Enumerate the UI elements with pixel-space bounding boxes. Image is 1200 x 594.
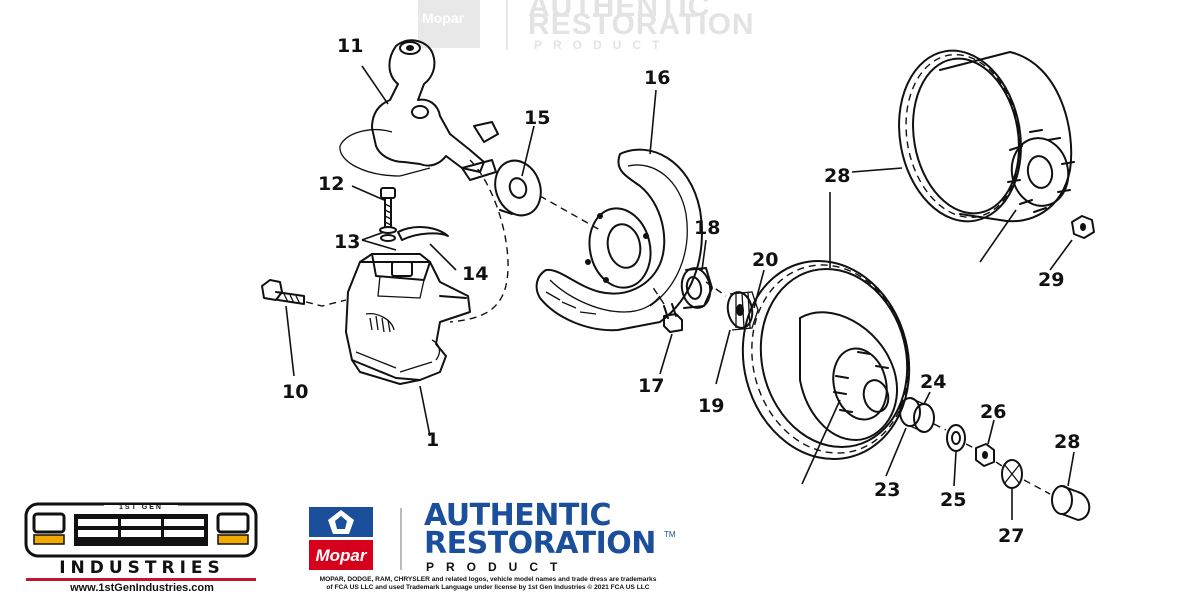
part-grease-cap [1051, 485, 1091, 521]
part-steering-knuckle [339, 39, 499, 181]
truck-grille-icon [24, 502, 258, 558]
part-thrust-washer [946, 424, 966, 452]
callout-11: 11 [337, 35, 363, 57]
callout-27: 28 [824, 165, 850, 187]
callout-22: 24 [920, 371, 946, 393]
authentic-restoration-logo: AUTHENTIC RESTORATION TM PRODUCT [424, 498, 676, 574]
callout-23: 25 [940, 489, 966, 511]
trademark-mark: TM [664, 530, 676, 539]
part-inner-seal [680, 267, 713, 309]
watermark-mopar-box: Mopar [418, 0, 480, 48]
authentic-line3: PRODUCT [426, 560, 570, 574]
callout-16: 16 [644, 67, 670, 89]
disclaimer-line-2: of FCA US LLC and used Trademark Languag… [326, 584, 650, 591]
part-rotor-hub-front [741, 259, 911, 461]
callout-18: 18 [694, 217, 720, 239]
callout-15: 15 [524, 107, 550, 129]
mopar-wordmark: Mopar [315, 546, 367, 565]
callout-10: 10 [282, 381, 308, 403]
callout-17: 17 [638, 375, 664, 397]
callout-12: 12 [318, 173, 344, 195]
gen-red-underline [26, 578, 256, 581]
mopar-wordmark-panel [309, 540, 373, 570]
mopar-logo: Mopar [309, 507, 373, 571]
watermark-line3: PRODUCT [534, 38, 671, 52]
callout-24: 26 [980, 401, 1006, 423]
callout-20: 20 [752, 249, 778, 271]
authentic-line1: AUTHENTIC [424, 498, 611, 533]
gen-top-text: 1ST GEN [119, 504, 163, 511]
authentic-line2: RESTORATION [424, 526, 656, 561]
watermark-line2: RESTORATION [528, 8, 755, 41]
leader-lines [285, 65, 1075, 520]
callout-1: 1 [426, 429, 439, 451]
watermark-brand: Mopar [422, 10, 464, 26]
disclaimer-line-1: MOPAR, DODGE, RAM, CHRYSLER and related … [319, 576, 657, 583]
part-dust-seal [494, 159, 542, 217]
callout-19: 19 [698, 395, 724, 417]
part-nut-lock [1001, 459, 1023, 489]
callout-21: 23 [874, 479, 900, 501]
part-brake-caliper [345, 253, 471, 385]
first-gen-industries-logo: 1ST GEN INDUSTRIES www.1stGenIndustries.… [24, 502, 260, 594]
part-shield-bolt [651, 285, 683, 333]
pentastar-icon [328, 510, 354, 534]
part-splash-shield [535, 148, 703, 332]
watermark: Mopar AUTHENTIC RESTORATION PRODUCT [418, 0, 778, 54]
part-lug-nut [1071, 215, 1095, 239]
callout-29: 29 [1038, 269, 1064, 291]
axis-line-center [705, 281, 727, 297]
hose-path [449, 159, 509, 323]
part-outer-bearing [899, 397, 935, 433]
part-spindle-nut [975, 443, 995, 467]
callout-26: 28 [1054, 431, 1080, 453]
part-rotor-hub-rear [898, 49, 1075, 223]
axis-line-outer [933, 423, 1051, 495]
watermark-separator [506, 0, 508, 50]
trademark-disclaimer: MOPAR, DODGE, RAM, CHRYSLER and related … [300, 576, 676, 592]
gen-website-url: www.1stGenIndustries.com [70, 582, 214, 594]
part-caliper-bolt [379, 187, 397, 242]
gen-company-name: INDUSTRIES [59, 558, 225, 578]
axis-line-upper [539, 195, 601, 231]
callout-25: 27 [998, 525, 1024, 547]
part-inner-bearing [726, 291, 759, 331]
watermark-line1: AUTHENTIC [528, 0, 711, 23]
part-anti-rattle-spring [397, 226, 449, 241]
callout-13: 13 [334, 231, 360, 253]
callout-14: 14 [462, 263, 488, 285]
part-mounting-bolt [261, 279, 347, 307]
mopar-pentastar-panel [309, 507, 373, 537]
logo-separator [400, 508, 402, 570]
